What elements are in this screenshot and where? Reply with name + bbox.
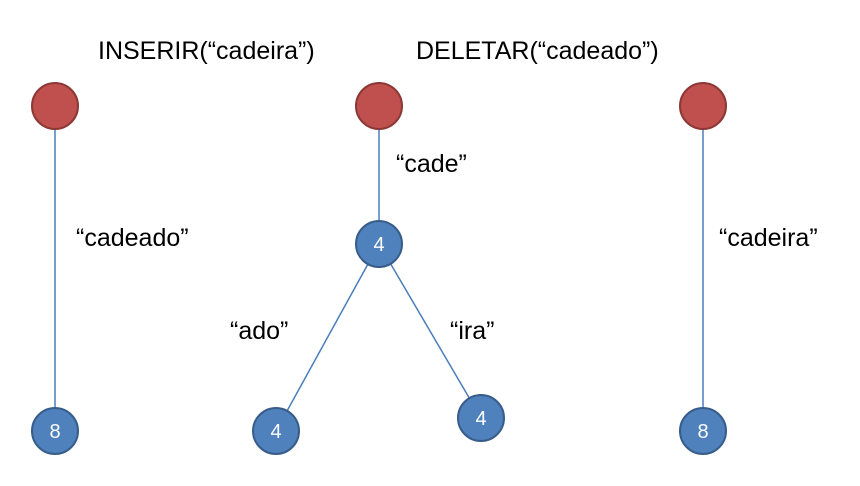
tree2-internal-node bbox=[355, 220, 403, 268]
tree2-leaf-right-node bbox=[457, 394, 505, 442]
tree2-edge-label-left: “ado” bbox=[230, 317, 289, 345]
tree2-edge-label-top: “cade” bbox=[396, 150, 467, 178]
tree2-leaf-left-node bbox=[252, 407, 300, 455]
delete-operation-label: DELETAR(“cadeado”) bbox=[416, 37, 659, 65]
tree1-leaf-value: 8 bbox=[49, 421, 60, 443]
tree3-root-node bbox=[679, 82, 727, 130]
tree3-leaf-node bbox=[679, 407, 727, 455]
tree2-internal-value: 4 bbox=[373, 234, 384, 256]
tree2-edge-label-right: “ira” bbox=[450, 317, 495, 345]
tree2-edge-right bbox=[378, 243, 482, 419]
insert-operation-label: INSERIR(“cadeira”) bbox=[98, 37, 315, 65]
tree3-leaf-value: 8 bbox=[697, 421, 708, 443]
tree1-leaf-node bbox=[31, 407, 79, 455]
tree3-edge-label: “cadeira” bbox=[719, 224, 818, 252]
tree2-edge-left bbox=[275, 243, 380, 432]
tree2-root-node bbox=[355, 82, 403, 130]
tree2-leaf-right-value: 4 bbox=[475, 408, 486, 430]
tree2-leaf-left-value: 4 bbox=[270, 421, 281, 443]
tree1-edge-label: “cadeado” bbox=[76, 224, 189, 252]
tree1-root-node bbox=[31, 82, 79, 130]
